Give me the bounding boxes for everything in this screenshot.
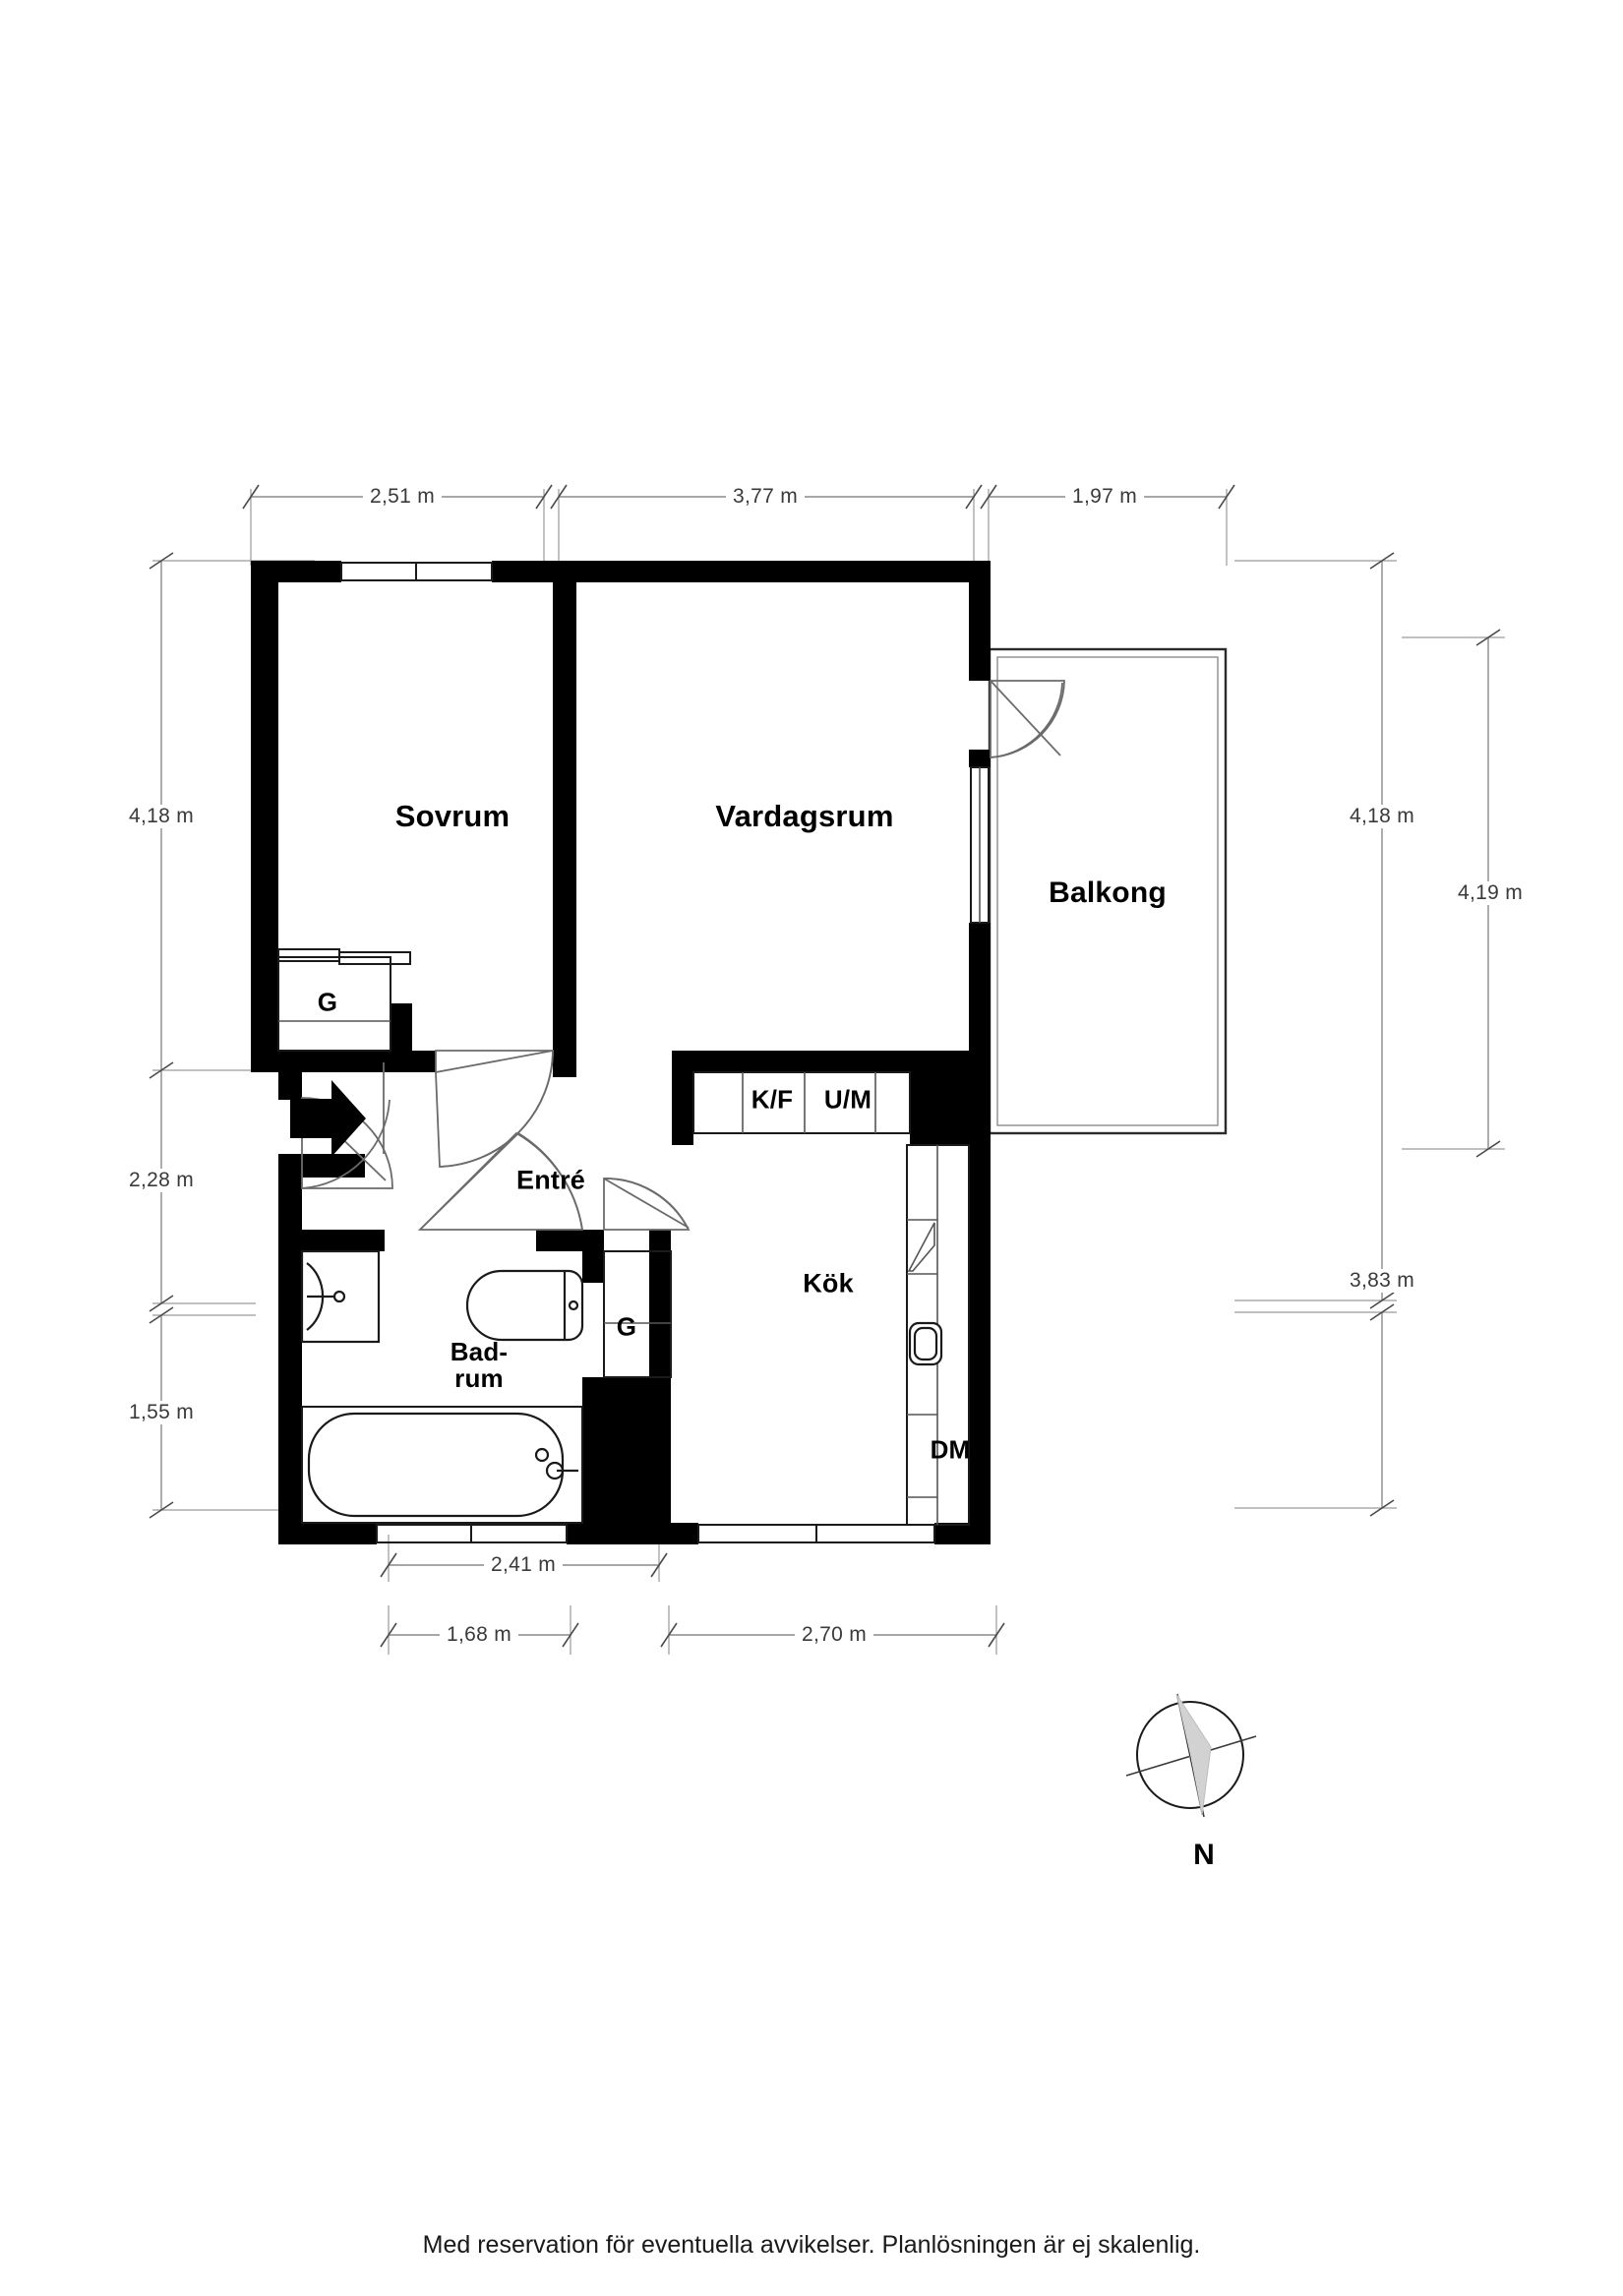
dimension-bottom-upper-1: 2,41 m [484,1553,563,1577]
footer-disclaimer: Med reservation för eventuella avvikelse… [422,2231,1201,2259]
room-label-entre: Entré [515,1165,586,1195]
room-label-kok: Kök [803,1268,854,1299]
dimension-left-1: 4,18 m [122,805,201,828]
compass-rose-icon [1125,1693,1257,1818]
fixture-label-diskmaskin: DM [930,1434,971,1465]
room-label-balkong: Balkong [1049,876,1167,909]
fixture-label-garderob-sovrum: G [317,987,338,1017]
toilet [465,1269,584,1342]
dimension-right-1: 4,18 m [1343,805,1421,828]
door-balcony [990,680,1065,758]
dimension-top-1: 2,51 m [363,485,442,509]
fixture-label-kyl-frys: K/F [751,1084,794,1115]
dimension-top-3: 1,97 m [1065,485,1144,509]
bathroom-sink [300,1249,381,1344]
dimension-bottom-lower-1: 1,68 m [440,1623,518,1647]
room-label-sovrum: Sovrum [394,799,511,833]
door-badrum [417,1131,584,1231]
dimension-right-2: 3,83 m [1343,1269,1421,1293]
dimension-bottom-lower-2: 2,70 m [795,1623,873,1647]
room-label-badrum: Bad- rum [450,1336,509,1393]
dimension-left-2: 2,28 m [122,1169,201,1192]
bathtub [301,1406,583,1524]
dimensions-right-inner [1234,552,1397,1517]
room-label-vardagsrum: Vardagsrum [715,799,894,833]
windows [340,562,990,1543]
closet-sovrum [277,948,411,1052]
kitchen-counter [906,1144,970,1526]
walls [251,561,991,1544]
dimension-top-2: 3,77 m [726,485,805,509]
door-garderob-badrum [603,1178,691,1231]
fixture-label-ugn-mikro: U/M [823,1084,872,1115]
fixture-label-garderob-badrum: G [616,1311,637,1342]
dimension-right-outer-1: 4,19 m [1451,881,1530,905]
kitchen-upper-cabinets [692,1071,911,1134]
dimension-left-3: 1,55 m [122,1401,201,1424]
compass-north-label: N [1193,1839,1215,1871]
door-sovrum [435,1049,554,1168]
closet-badrum [603,1250,672,1378]
entrance-arrow-icon [290,1080,366,1157]
